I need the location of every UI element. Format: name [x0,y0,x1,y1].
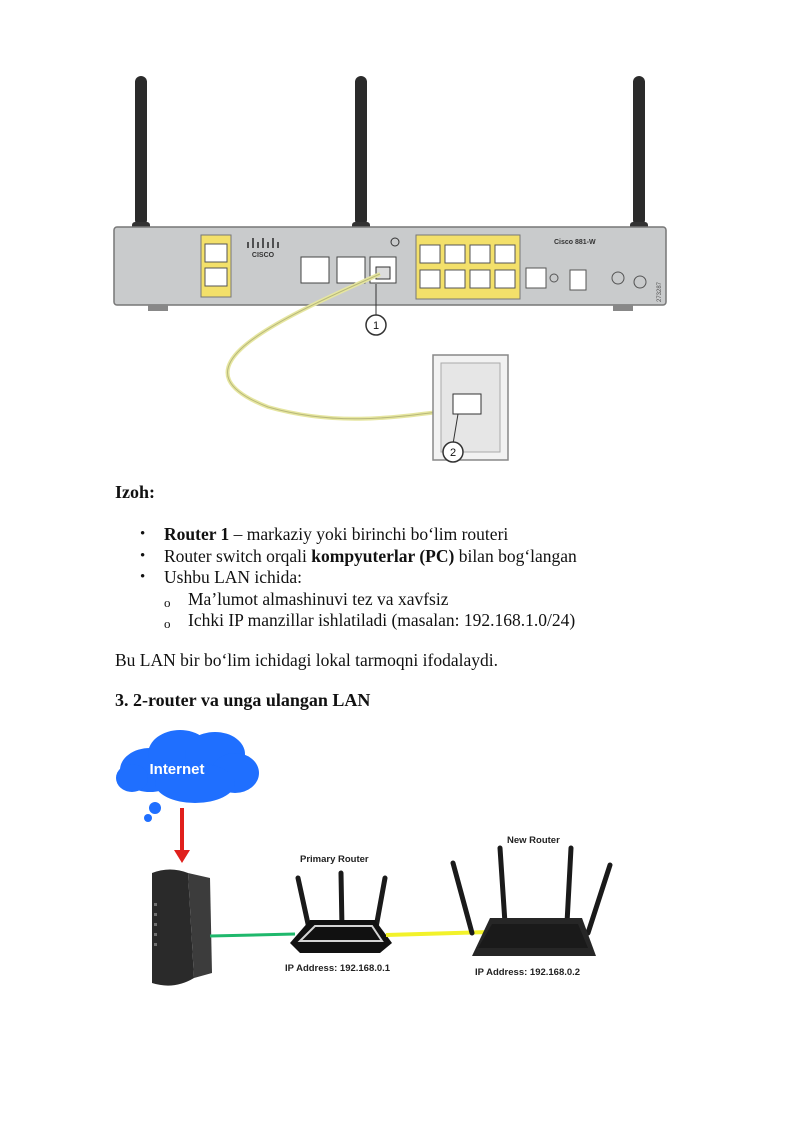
router-wiring-figure: CISCO Cisco 881-W 273287 [113,76,667,463]
cisco-logo: CISCO [247,238,279,259]
callout-2: 2 [442,413,464,463]
antennas [132,76,648,252]
svg-text:2: 2 [450,447,456,459]
cisco-brand: CISCO [252,252,275,259]
wall-jack [432,354,509,461]
list-item: • Ushbu LAN ichida: o Ma’lumot almashinu… [140,567,700,632]
new-router-label: New Router [507,835,560,846]
new-router [450,845,613,956]
modem [152,869,212,986]
power-connectors [525,267,647,291]
izoh-heading: Izoh: [115,482,155,502]
green-cable [209,932,296,938]
sub-list-item: o Ichki IP manzillar ishlatiladi (masala… [140,610,700,632]
bullet-icon: • [140,526,146,542]
wan-port-block [200,234,232,298]
device-model-label: Cisco 881-W [554,239,596,246]
sub-list-item: o Ma’lumot almashinuvi tez va xavfsiz [140,589,700,611]
switch-port-block [415,234,521,300]
internet-cloud: Internet [116,730,259,822]
new-router-ip: IP Address: 192.168.0.2 [475,967,580,978]
section-3-heading: 3. 2-router va unga ulangan LAN [115,690,371,710]
bullet-icon: • [140,547,146,564]
explanation-list: • Router 1 – markaziy yoki birinchi bo‘l… [140,524,700,632]
down-arrow-icon [174,808,190,863]
summary-paragraph: Bu LAN bir bo‘lim ichidagi lokal tarmoqn… [115,650,498,670]
primary-router [290,870,392,953]
svg-text:1: 1 [373,320,379,332]
circle-bullet-icon: o [164,594,171,610]
callout-1: 1 [365,284,387,336]
primary-router-label: Primary Router [300,854,369,865]
list-item: • Router switch orqali kompyuterlar (PC)… [140,545,577,566]
bullet-icon: • [140,569,146,585]
middle-ports [300,237,400,284]
primary-router-ip: IP Address: 192.168.0.1 [285,963,391,974]
circle-bullet-icon: o [164,616,171,631]
side-code: 273287 [657,281,663,302]
list-item: • Router 1 – markaziy yoki birinchi bo‘l… [140,524,509,544]
internet-label: Internet [149,761,204,778]
two-router-figure: Internet Primary Router IP Address: 192.… [116,730,613,986]
sub-list: o Ma’lumot almashinuvi tez va xavfsiz o … [140,589,700,632]
